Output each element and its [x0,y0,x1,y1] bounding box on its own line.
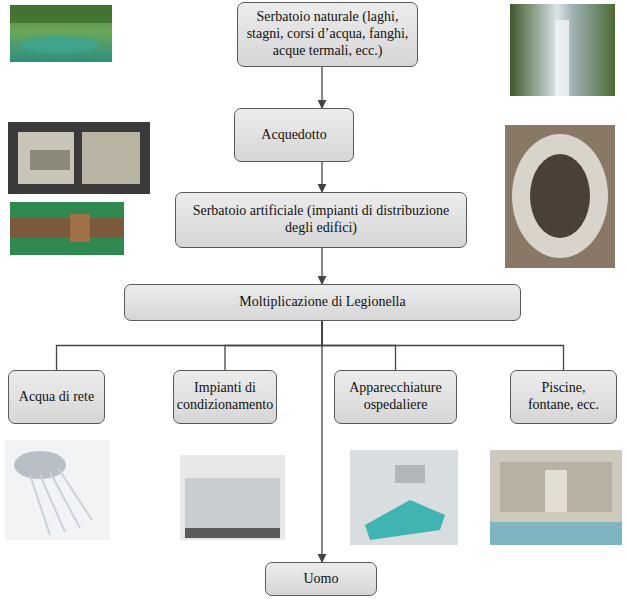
rusty-pipe-photo [10,202,124,255]
node-text: Uomo [304,571,339,588]
connector-line [322,321,564,370]
node-text: Moltiplicazione di Legionella [239,294,405,311]
outcome-box: Piscine, fontane, ecc. [510,370,617,424]
process-box: Moltiplicazione di Legionella [124,284,521,321]
pond-photo [10,5,112,62]
waterfall-photo [510,4,615,96]
connector-line [57,321,323,370]
node-text: Serbatoio artificiale (impianti di distr… [183,203,459,237]
pipe-section-photo [505,125,615,268]
process-box: Acquedotto [234,108,354,162]
air-conditioner-photo [180,455,285,540]
connector-line [321,321,322,562]
connector-line [321,162,322,192]
node-text: Piscine, fontane, ecc. [518,380,609,414]
outcome-box: Acqua di rete [8,370,105,424]
node-text: Impianti di condizionamento [177,380,273,414]
outcome-box: Apparecchiature ospedaliere [334,370,457,424]
node-text: Acqua di rete [19,389,94,406]
target-box: Uomo [265,562,377,596]
outcome-box: Impianti di condizionamento [173,370,277,424]
connector-line [225,321,322,370]
node-text: Acquedotto [261,127,326,144]
connector-line [321,67,322,108]
process-box: Serbatoio artificiale (impianti di distr… [175,192,467,248]
pipe-photo [8,122,150,194]
dental-chair-photo [350,450,458,545]
connector-line [321,248,322,284]
node-text: Apparecchiature ospedaliere [342,380,449,414]
source-box: Serbatoio naturale (laghi, stagni, corsi… [237,2,418,67]
shower-photo [5,440,110,540]
fountain-photo [490,450,622,545]
node-text: Serbatoio naturale (laghi, stagni, corsi… [245,9,410,59]
